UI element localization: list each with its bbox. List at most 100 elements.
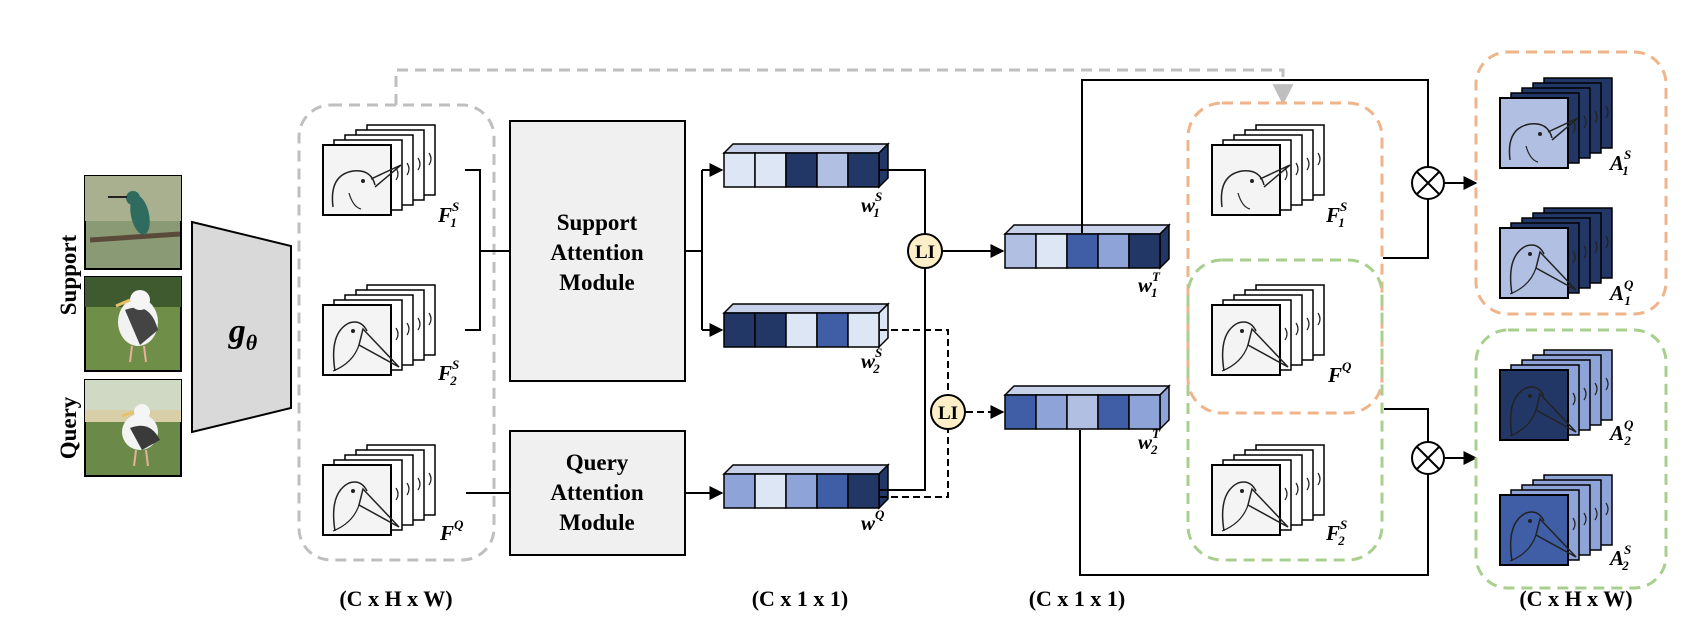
vector-w1t-top: [1003, 224, 1171, 235]
attention-a2q-stack: [1499, 349, 1613, 441]
pair-fq-stack: [1211, 284, 1325, 376]
feature-f2s-stack-layer-edge: [395, 327, 399, 341]
vector-wq-cell: [785, 473, 818, 509]
feature-f2s-stack-front: [322, 304, 392, 376]
bird-sketch-pouch: [332, 344, 360, 372]
bird-sketch-head: [1509, 511, 1545, 562]
attention-a1q-stack-layer-edge: [1583, 245, 1587, 259]
pair-f1s-stack-layer-edge: [1306, 157, 1310, 171]
feature-f2s-stack: [322, 284, 436, 376]
vector-wq: [722, 463, 890, 510]
bird-sketch-pouch: [1221, 344, 1249, 372]
feature-reuse-arrow: [394, 68, 1294, 106]
vector-w1t-cell: [1035, 233, 1068, 269]
vector-w1s-cell: [847, 152, 880, 188]
query-module-line-2: Attention: [550, 480, 643, 505]
query-module-line-1: Query: [566, 450, 629, 475]
feature-f2s-stack-layer-edge: [428, 312, 432, 326]
feature-fq-stack-layer-edge: [417, 477, 421, 491]
vector-w1s: [722, 142, 890, 189]
weight-vectors: [722, 142, 1171, 510]
attention-a1s-stack-layer-edge: [1605, 105, 1609, 119]
bird-sketch-neck: [1525, 145, 1539, 163]
vector-w2s-cell: [754, 312, 787, 348]
connectors: [465, 79, 1478, 576]
bird-sketch-eye: [351, 329, 355, 333]
attention-a2s-stack-layer-edge: [1594, 507, 1598, 521]
bird-sketch-eye: [1250, 179, 1254, 183]
attention-a2s-stack-layer-edge: [1583, 512, 1587, 526]
support-attention-module: Support Attention Module: [509, 120, 686, 382]
pair-fq-stack-layer-edge: [1284, 327, 1288, 341]
query-image: [84, 379, 182, 477]
bird-sketch-pouch: [332, 504, 360, 532]
bird-sketch-eye: [1528, 519, 1532, 523]
bird-sketch-head: [1509, 244, 1545, 295]
feature-fq-stack: [322, 444, 436, 536]
bird-sketch-beak: [358, 327, 400, 368]
li-node-1: LI: [907, 233, 943, 269]
feature-f2s-stack-layer-edge: [406, 322, 410, 336]
vector-w1t-cell: [1004, 233, 1037, 269]
bird-sketch-pouch: [1509, 534, 1537, 562]
vector-w1s-cell: [785, 152, 818, 188]
vector-wq-cell: [847, 473, 880, 509]
vector-w1t-cell: [1128, 233, 1161, 269]
bird-sketch-eye: [1538, 132, 1542, 136]
dim-features: (C x H x W): [339, 586, 452, 611]
vector-w1t-cell: [1066, 233, 1099, 269]
vector-w1s-cell: [754, 152, 787, 188]
vector-w2t-cell: [1035, 394, 1068, 430]
pair-f1s-stack-front: [1211, 144, 1281, 216]
li-node-2: LI: [930, 394, 966, 430]
output-2-group-box: [1474, 328, 1668, 590]
bird-sketch-head: [332, 321, 368, 372]
support-label: Support: [56, 234, 81, 315]
bird-sketch-beak: [1535, 392, 1577, 433]
attention-a2s-stack: [1499, 474, 1613, 566]
li-node-2-label: LI: [938, 403, 958, 424]
attention-a1s-stack-layer-edge: [1583, 115, 1587, 129]
bird-sketch-neck: [348, 192, 362, 210]
support-image-2: [84, 276, 182, 372]
dimension-labels: (C x H x W) (C x 1 x 1) (C x 1 x 1) (C x…: [339, 586, 1632, 611]
vector-w2s-cell: [785, 312, 818, 348]
bird-sketch-pouch: [1221, 504, 1249, 532]
feature-fq-stack-layer-edge: [406, 482, 410, 496]
bird-sketch-eye: [1240, 489, 1244, 493]
wq-label: wQ: [861, 507, 885, 535]
bird-sketch-eye: [1528, 252, 1532, 256]
bird-sketch-head: [1221, 321, 1257, 372]
attention-a1s-stack: [1499, 77, 1613, 169]
vector-w2s-cell: [723, 312, 756, 348]
vector-w2s-top: [722, 303, 890, 314]
bird-sketch-beak: [1247, 327, 1289, 368]
vector-w2t-cell: [1128, 394, 1161, 430]
vector-w1s-top: [722, 143, 890, 154]
feature-f2s-stack-layer-edge: [417, 317, 421, 331]
support-module-line-2: Attention: [550, 240, 643, 265]
pair-fq-stack-layer-edge: [1317, 312, 1321, 326]
attention-a1q-stack-layer-edge: [1605, 235, 1609, 249]
feature-fq-stack-layer-edge: [395, 487, 399, 501]
bird-sketch-beak: [1547, 117, 1579, 141]
attention-a2s-stack-layer-edge: [1572, 517, 1576, 531]
pair-f1s-stack-layer-edge: [1317, 152, 1321, 166]
pair-fq-label: FQ: [1327, 359, 1352, 387]
bird-sketch-head: [1509, 386, 1545, 437]
vector-w2t-cell: [1004, 394, 1037, 430]
query-attention-module: Query Attention Module: [509, 430, 686, 556]
pair-f2s-stack-front: [1211, 464, 1281, 536]
attention-a1q-stack-layer-edge: [1594, 240, 1598, 254]
attention-a2s-stack-layer-edge: [1605, 502, 1609, 516]
pair-2-group-box: [1186, 258, 1384, 562]
vector-w1t-cell: [1097, 233, 1130, 269]
